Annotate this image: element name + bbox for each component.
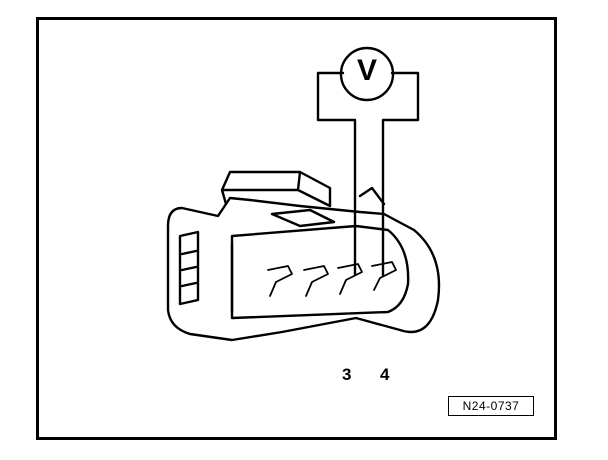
connector-housing (166, 196, 441, 342)
connector-face (230, 224, 410, 320)
terminal-pin (267, 261, 397, 297)
meter-lead-left (316, 71, 357, 277)
side-panel (178, 230, 200, 306)
voltmeter-circle (339, 46, 395, 102)
meter-lead-right (381, 71, 420, 277)
reference-code-box: N24-0737 (448, 396, 534, 416)
pin-label-4: 4 (380, 365, 390, 384)
pin-label-3: 3 (342, 365, 352, 384)
voltmeter-symbol: V (356, 54, 377, 87)
connector-latch (220, 170, 332, 208)
figure-frame (36, 17, 557, 440)
